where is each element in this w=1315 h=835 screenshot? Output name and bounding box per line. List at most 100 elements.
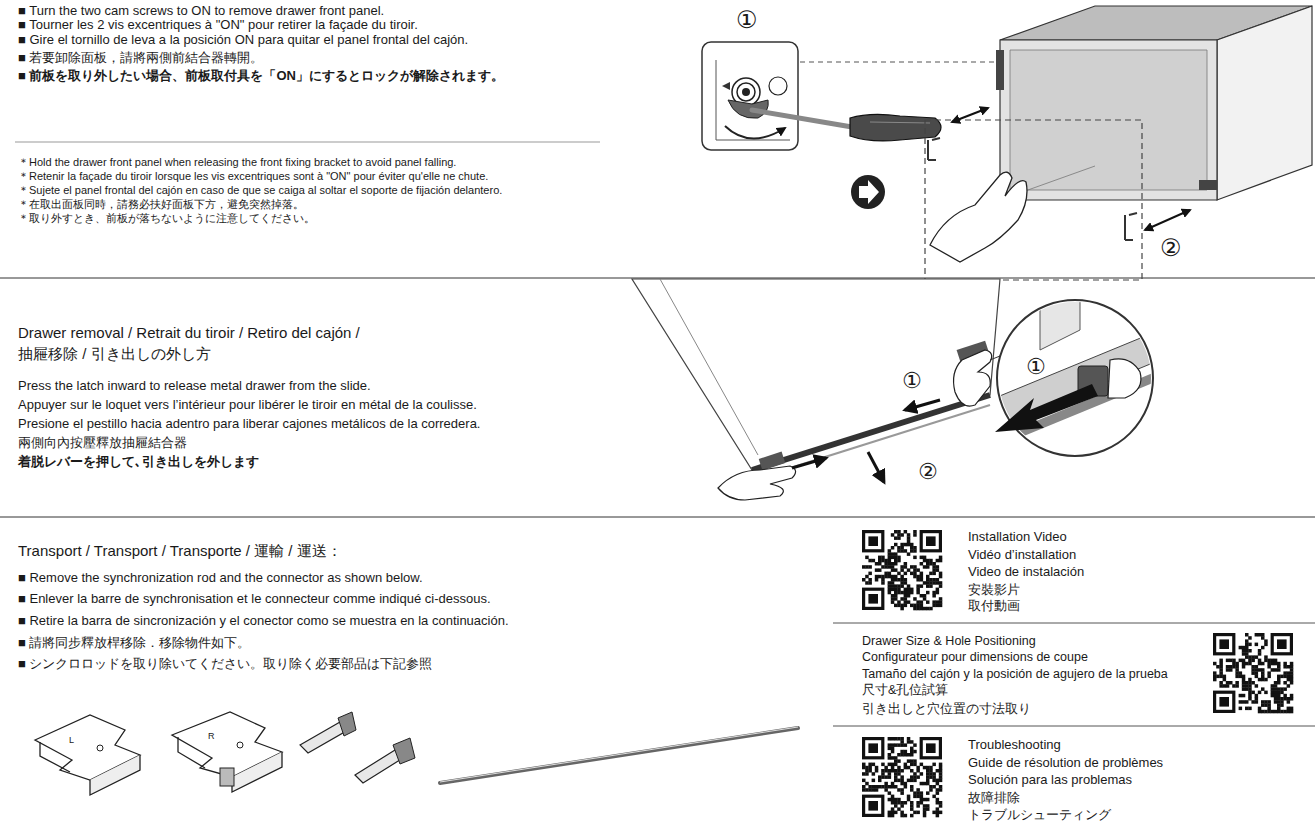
qr-module: [884, 785, 888, 789]
qr-module: [1245, 646, 1249, 650]
qr-module: [1235, 675, 1239, 679]
instruction-text: Appuyer sur le loquet vers l’intérieur p…: [18, 397, 477, 413]
qr-module: [900, 737, 904, 741]
qr-module: [913, 763, 917, 767]
qr-module: [1239, 707, 1243, 711]
qr-module: [1290, 668, 1294, 672]
qr-module: [923, 807, 927, 811]
qr-module: [1258, 691, 1262, 695]
qr-module: [932, 565, 936, 569]
divider: [833, 726, 1315, 727]
qr-module: [926, 766, 930, 770]
qr-module: [868, 565, 872, 569]
qr-module: [1219, 671, 1223, 675]
qr-module: [904, 814, 908, 818]
qr-module: [1274, 710, 1278, 714]
qr-module: [1271, 687, 1275, 691]
qr-module: [891, 807, 895, 811]
qr-module: [888, 562, 892, 566]
qr-module: [939, 572, 943, 576]
qr-module: [881, 772, 885, 776]
qr-module: [891, 814, 895, 818]
qr-module: [913, 572, 917, 576]
qr-module: [897, 737, 901, 741]
qr-module: [920, 607, 924, 611]
qr-module: [1248, 707, 1252, 711]
qr-module: [891, 565, 895, 569]
qr-module: [916, 591, 920, 595]
qr-module: [900, 788, 904, 792]
qr-module: [1223, 684, 1227, 688]
qr-module: [1267, 703, 1271, 707]
note-text: ＊Sujete el panel frontal del cajón en ca…: [18, 184, 502, 197]
qr-module: [932, 763, 936, 767]
qr-module: [862, 779, 866, 783]
qr-module: [1267, 665, 1271, 669]
qr-module: [1264, 639, 1268, 643]
qr-module: [907, 779, 911, 783]
qr-module: [894, 804, 898, 808]
qr-module: [923, 559, 927, 563]
qr-module: [900, 543, 904, 547]
qr-module: [900, 549, 904, 553]
qr-module: [936, 565, 940, 569]
qr-module: [907, 766, 911, 770]
callout-number: ②: [1160, 234, 1182, 263]
qr-module: [894, 801, 898, 805]
qr-module: [1219, 684, 1223, 688]
qr-module: [910, 769, 914, 773]
qr-module: [1229, 665, 1233, 669]
qr-module: [1219, 681, 1223, 685]
qr-finder: [862, 530, 884, 552]
instruction-text: ■ 若要卸除面板，請將兩側前結合器轉開。: [18, 50, 263, 66]
qr-module: [932, 591, 936, 595]
qr-module: [891, 766, 895, 770]
qr-module: [900, 607, 904, 611]
qr-module: [894, 737, 898, 741]
qr-module: [932, 594, 936, 598]
qr-module: [1267, 707, 1271, 711]
bracket-left: [35, 715, 140, 795]
qr-module: [1280, 691, 1284, 695]
qr-module: [1267, 659, 1271, 663]
qr-module: [1261, 633, 1265, 637]
qr-module: [1290, 665, 1294, 669]
qr-finder: [1216, 694, 1232, 710]
qr-module: [910, 763, 914, 767]
qr-module: [875, 766, 879, 770]
drawer-box: [996, 6, 1312, 200]
qr-module: [926, 581, 930, 585]
qr-module: [900, 775, 904, 779]
qr-module: [1255, 655, 1259, 659]
qr-module: [1239, 675, 1243, 679]
qr-module: [936, 588, 940, 592]
qr-module: [1245, 700, 1249, 704]
qr-module: [1287, 671, 1291, 675]
qr-module: [900, 743, 904, 747]
qr-module: [939, 597, 943, 601]
qr-module: [920, 772, 924, 776]
qr-module: [891, 763, 895, 767]
qr-module: [1258, 668, 1262, 672]
qr-module: [913, 546, 917, 550]
qr-module: [1232, 665, 1236, 669]
qr-module: [939, 556, 943, 560]
qr-module: [897, 769, 901, 773]
qr-module: [894, 568, 898, 572]
qr-module: [939, 584, 943, 588]
qr-module: [888, 588, 892, 592]
qr-module: [862, 763, 866, 767]
qr-module: [913, 791, 917, 795]
qr-module: [904, 565, 908, 569]
qr-module: [900, 782, 904, 786]
qr-module: [900, 591, 904, 595]
qr-module: [881, 565, 885, 569]
qr-module: [1283, 675, 1287, 679]
qr-module: [868, 763, 872, 767]
qr-module: [1277, 668, 1281, 672]
qr-module: [913, 568, 917, 572]
qr-module: [939, 575, 943, 579]
hand: [718, 466, 796, 500]
qr-module: [1245, 655, 1249, 659]
qr-module: [907, 737, 911, 741]
